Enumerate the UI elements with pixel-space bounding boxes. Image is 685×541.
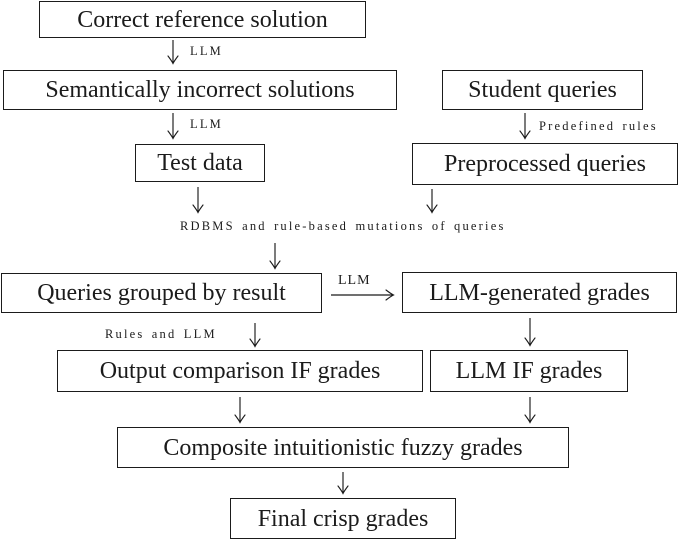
edge-label-rules-and-llm: Rules and LLM: [105, 327, 217, 341]
node-composite-intuitionistic-fuzzy-grades: Composite intuitionistic fuzzy grades: [117, 427, 569, 468]
node-queries-grouped-by-result: Queries grouped by result: [1, 273, 322, 313]
node-semantically-incorrect-solutions: Semantically incorrect solutions: [3, 70, 397, 110]
edge-label-rdbms-mutations: RDBMS and rule-based mutations of querie…: [180, 219, 506, 233]
edge-label-llm-grouped-to-generated: LLM: [338, 273, 371, 288]
node-llm-if-grades: LLM IF grades: [430, 350, 628, 392]
node-preprocessed-queries: Preprocessed queries: [412, 143, 678, 185]
node-correct-reference-solution: Correct reference solution: [39, 1, 366, 38]
node-llm-generated-grades: LLM-generated grades: [402, 272, 677, 313]
node-test-data: Test data: [135, 144, 265, 182]
node-final-crisp-grades: Final crisp grades: [230, 498, 456, 539]
node-output-comparison-if-grades: Output comparison IF grades: [57, 350, 423, 392]
edge-label-llm-correct-to-incorrect: LLM: [190, 44, 223, 58]
edge-label-llm-incorrect-to-testdata: LLM: [190, 117, 223, 131]
node-student-queries: Student queries: [442, 70, 643, 110]
edge-label-predefined-rules: Predefined rules: [539, 119, 658, 133]
